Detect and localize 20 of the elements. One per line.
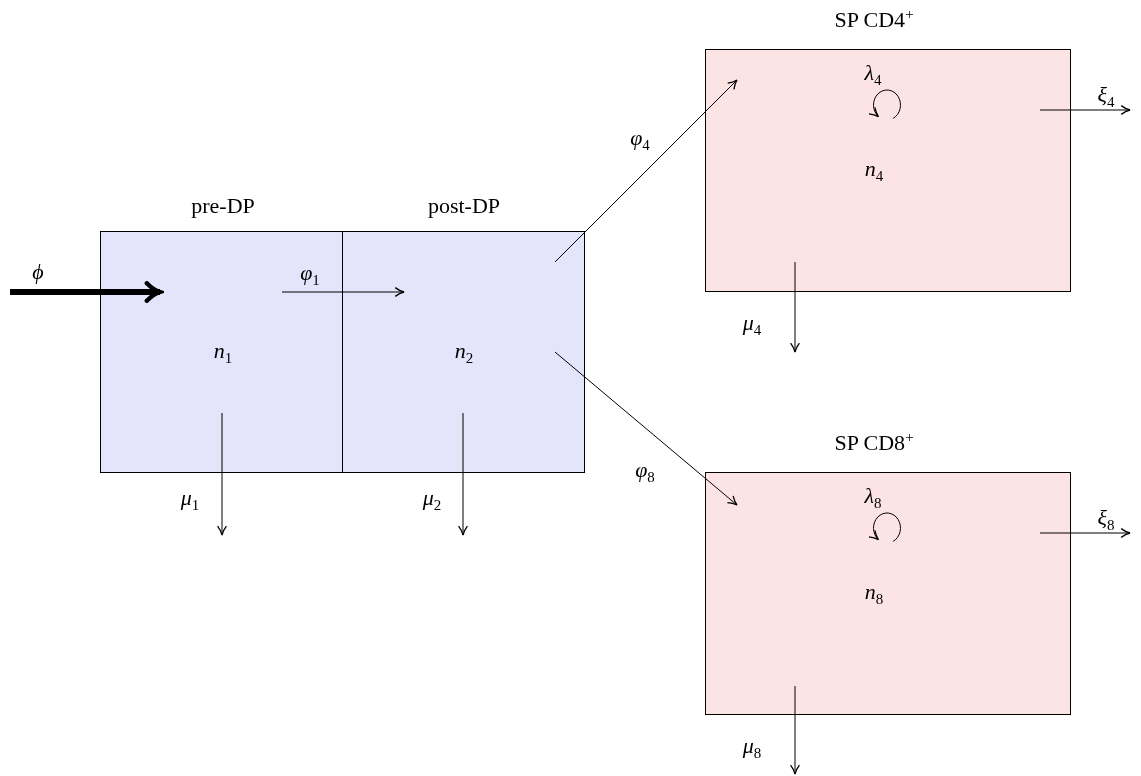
population-variable: n$_{2}$ [454, 339, 474, 367]
edge-label: ξ$_{4}$ [1097, 83, 1115, 111]
edge-label: φ$_{1}$ [300, 261, 320, 289]
population-variable: n$_{1}$ [213, 339, 233, 367]
edge-label: λ$_{8}$ [864, 484, 882, 512]
compartment-title: post-DP [427, 195, 501, 217]
population-variable: n$_{4}$ [864, 157, 884, 185]
edge-label: φ$_{8}$ [635, 458, 655, 486]
compartment-title: SP CD8$^{+}$ [834, 429, 914, 455]
edge-label: φ$_{4}$ [630, 126, 650, 154]
edge-label: μ$_{4}$ [742, 311, 762, 339]
edge-label: μ$_{1}$ [180, 486, 200, 514]
population-variable: n$_{8}$ [864, 580, 884, 608]
compartment-title: pre-DP [191, 195, 255, 217]
edge-label: μ$_{8}$ [742, 734, 762, 762]
edge-label: ϕ [32, 261, 44, 283]
edge-label: λ$_{4}$ [864, 61, 882, 89]
edge-label: μ$_{2}$ [422, 486, 442, 514]
compartment-title: SP CD4$^{+}$ [834, 6, 914, 32]
edge-label: ξ$_{8}$ [1097, 506, 1115, 534]
